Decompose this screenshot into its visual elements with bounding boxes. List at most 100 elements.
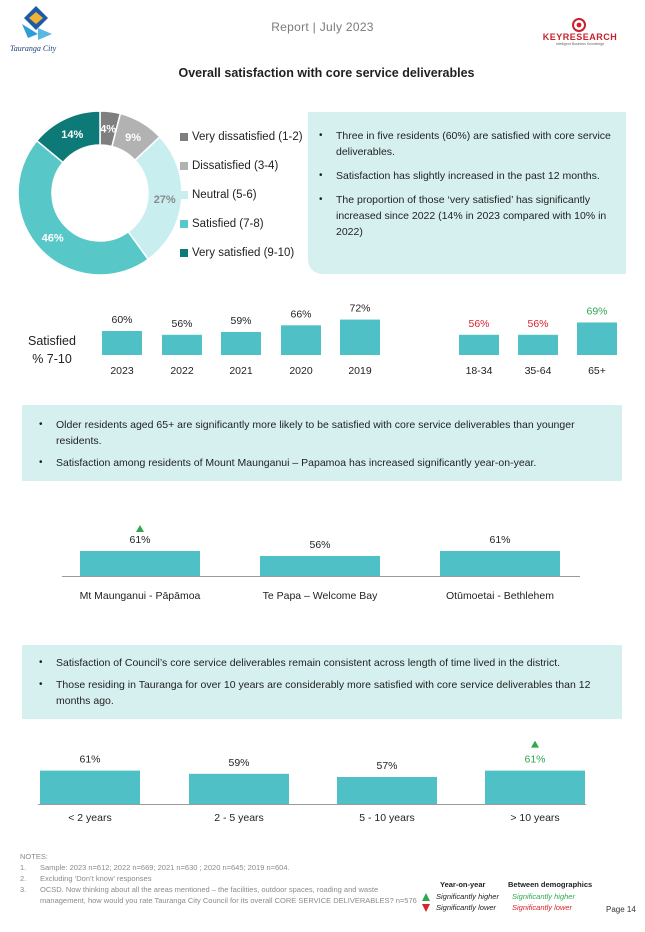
legend-item: Very dissatisfied (1-2) <box>180 122 303 151</box>
category-label: 18-34 <box>466 365 493 377</box>
tenure-findings-list: Satisfaction of Council’s core service d… <box>32 655 610 709</box>
bar-value-label: 61% <box>524 754 545 766</box>
donut-slice-label: 9% <box>125 132 141 144</box>
key-findings-callout: Three in five residents (60%) are satisf… <box>308 112 626 274</box>
bar-value-label: 60% <box>111 314 132 326</box>
bar-value-label: 59% <box>230 315 251 327</box>
key-finding: The proportion of those ‘very satisfied’… <box>312 192 616 240</box>
page-heading: Overall satisfaction with core service d… <box>178 66 475 80</box>
note-text: Sample: 2023 n=612; 2022 n=669; 2021 n=6… <box>40 863 290 872</box>
logo-text: Tauranga City <box>10 44 57 53</box>
notes: NOTES: 1. Sample: 2023 n=612; 2022 n=669… <box>20 851 420 906</box>
bar <box>102 331 142 355</box>
age-area-finding: Satisfaction among residents of Mount Ma… <box>32 455 610 471</box>
category-label: Te Papa – Welcome Bay <box>263 590 379 602</box>
age-area-finding: Older residents aged 65+ are significant… <box>32 417 610 449</box>
category-label: 2022 <box>170 365 194 377</box>
category-label: 65+ <box>588 365 606 377</box>
bar-value-label: 56% <box>527 318 548 330</box>
bar <box>40 770 140 804</box>
bar <box>281 325 321 355</box>
age-area-findings-list: Older residents aged 65+ are significant… <box>32 417 610 471</box>
keyresearch-tagline: Intelligent Business Knowledge <box>555 42 605 46</box>
tenure-finding: Satisfaction of Council’s core service d… <box>32 655 610 671</box>
bar <box>340 319 380 355</box>
bar <box>189 773 289 804</box>
key-findings-list: Three in five residents (60%) are satisf… <box>312 128 616 240</box>
satisfied-axis-label-text: Satisfied % 7-10 <box>28 334 76 366</box>
bar-value-label: 56% <box>309 539 330 551</box>
triangle-up-icon <box>422 893 430 901</box>
note-item: 3. OCSD. Now thinking about all the area… <box>20 884 420 906</box>
note-item: 2. Excluding ‘Don’t know’ responses <box>20 873 420 884</box>
tenure-finding: Those residing in Tauranga for over 10 y… <box>32 677 610 709</box>
triangle-up-icon <box>531 740 539 748</box>
age-area-findings-callout: Older residents aged 65+ are significant… <box>22 405 622 481</box>
legend-swatch <box>180 248 188 257</box>
category-label: 2 - 5 years <box>214 812 264 824</box>
category-label: 2019 <box>348 365 372 377</box>
note-text: Excluding ‘Don’t know’ responses <box>40 874 152 883</box>
tauranga-city-logo: Tauranga City <box>8 4 68 60</box>
legend-swatch <box>180 132 188 141</box>
demo-lower-label: Significantly lower <box>512 903 573 912</box>
between-demographics-heading: Between demographics <box>508 880 593 889</box>
category-label: 2021 <box>229 365 253 377</box>
donut-slice-label: 46% <box>42 232 64 244</box>
category-label: 2023 <box>110 365 134 377</box>
year-on-year-heading: Year-on-year <box>440 880 486 889</box>
bar-value-label: 69% <box>586 305 607 317</box>
tenure-satisfaction-bar-chart: 61% < 2 years 59% 2 - 5 years 57% 5 - 10 year… <box>38 740 586 824</box>
donut-slice <box>35 110 101 164</box>
notes-heading: NOTES: <box>20 852 48 861</box>
legend-label: Very dissatisfied (1-2) <box>192 130 303 143</box>
category-label: 35-64 <box>525 365 552 377</box>
category-label: < 2 years <box>68 812 111 824</box>
legend-item: Very satisfied (9-10) <box>180 238 303 267</box>
bar <box>485 770 585 804</box>
bar <box>459 334 499 355</box>
donut-slice-label: 4% <box>100 124 116 136</box>
legend-item: Satisfied (7-8) <box>180 209 303 238</box>
legend-label: Very satisfied (9-10) <box>192 246 295 259</box>
category-label: Mt Maunganui - Pāpāmoa <box>80 590 201 602</box>
bar-value-label: 72% <box>349 303 370 315</box>
category-label: 5 - 10 years <box>359 812 414 824</box>
bar <box>440 551 560 576</box>
note-number: 3. <box>20 885 27 894</box>
bar-value-label: 61% <box>129 534 150 546</box>
note-number: 1. <box>20 863 27 872</box>
demo-higher-label: Significantly higher <box>512 892 575 901</box>
note-number: 2. <box>20 874 27 883</box>
legend-label: Neutral (5-6) <box>192 188 257 201</box>
donut-slice-label: 27% <box>154 194 176 206</box>
triangle-up-icon <box>136 525 144 532</box>
bar <box>577 322 617 355</box>
note-text: OCSD. Now thinking about all the areas m… <box>40 885 417 905</box>
bar <box>80 551 200 576</box>
yoy-lower-label: Significantly lower <box>436 903 497 912</box>
bar-value-label: 57% <box>376 760 397 772</box>
satisfied-axis-label: Satisfied % 7-10 <box>22 332 82 368</box>
bar-value-label: 61% <box>79 754 100 766</box>
bar-value-label: 56% <box>468 318 489 330</box>
category-label: 2020 <box>289 365 313 377</box>
bar-value-label: 61% <box>489 534 510 546</box>
key-finding: Three in five residents (60%) are satisf… <box>312 128 616 160</box>
yearly-age-satisfaction-bar-chart: 60% 2023 56% 2022 59% 2021 66% 2020 72% 2019 56% 18… <box>102 303 617 377</box>
bar-value-label: 56% <box>171 318 192 330</box>
legend-label: Satisfied (7-8) <box>192 217 264 230</box>
bar <box>518 334 558 355</box>
legend-swatch <box>180 219 188 228</box>
key-finding: Satisfaction has slightly increased in t… <box>312 168 616 184</box>
triangle-down-icon <box>422 904 430 912</box>
bar-value-label: 66% <box>290 308 311 320</box>
donut-slice <box>17 139 150 276</box>
legend-item: Dissatisfied (3-4) <box>180 151 303 180</box>
bar-value-label: 59% <box>228 757 249 769</box>
area-satisfaction-bar-chart: 61% Mt Maunganui - Pāpāmoa 56% Te Papa – We… <box>62 525 580 602</box>
category-label: Otūmoetai - Bethlehem <box>446 590 554 602</box>
category-label: > 10 years <box>510 812 559 824</box>
satisfaction-donut-chart: 4%9%27%46%14% <box>17 110 183 276</box>
keyresearch-wordmark: KEYRESEARCH <box>542 32 618 42</box>
